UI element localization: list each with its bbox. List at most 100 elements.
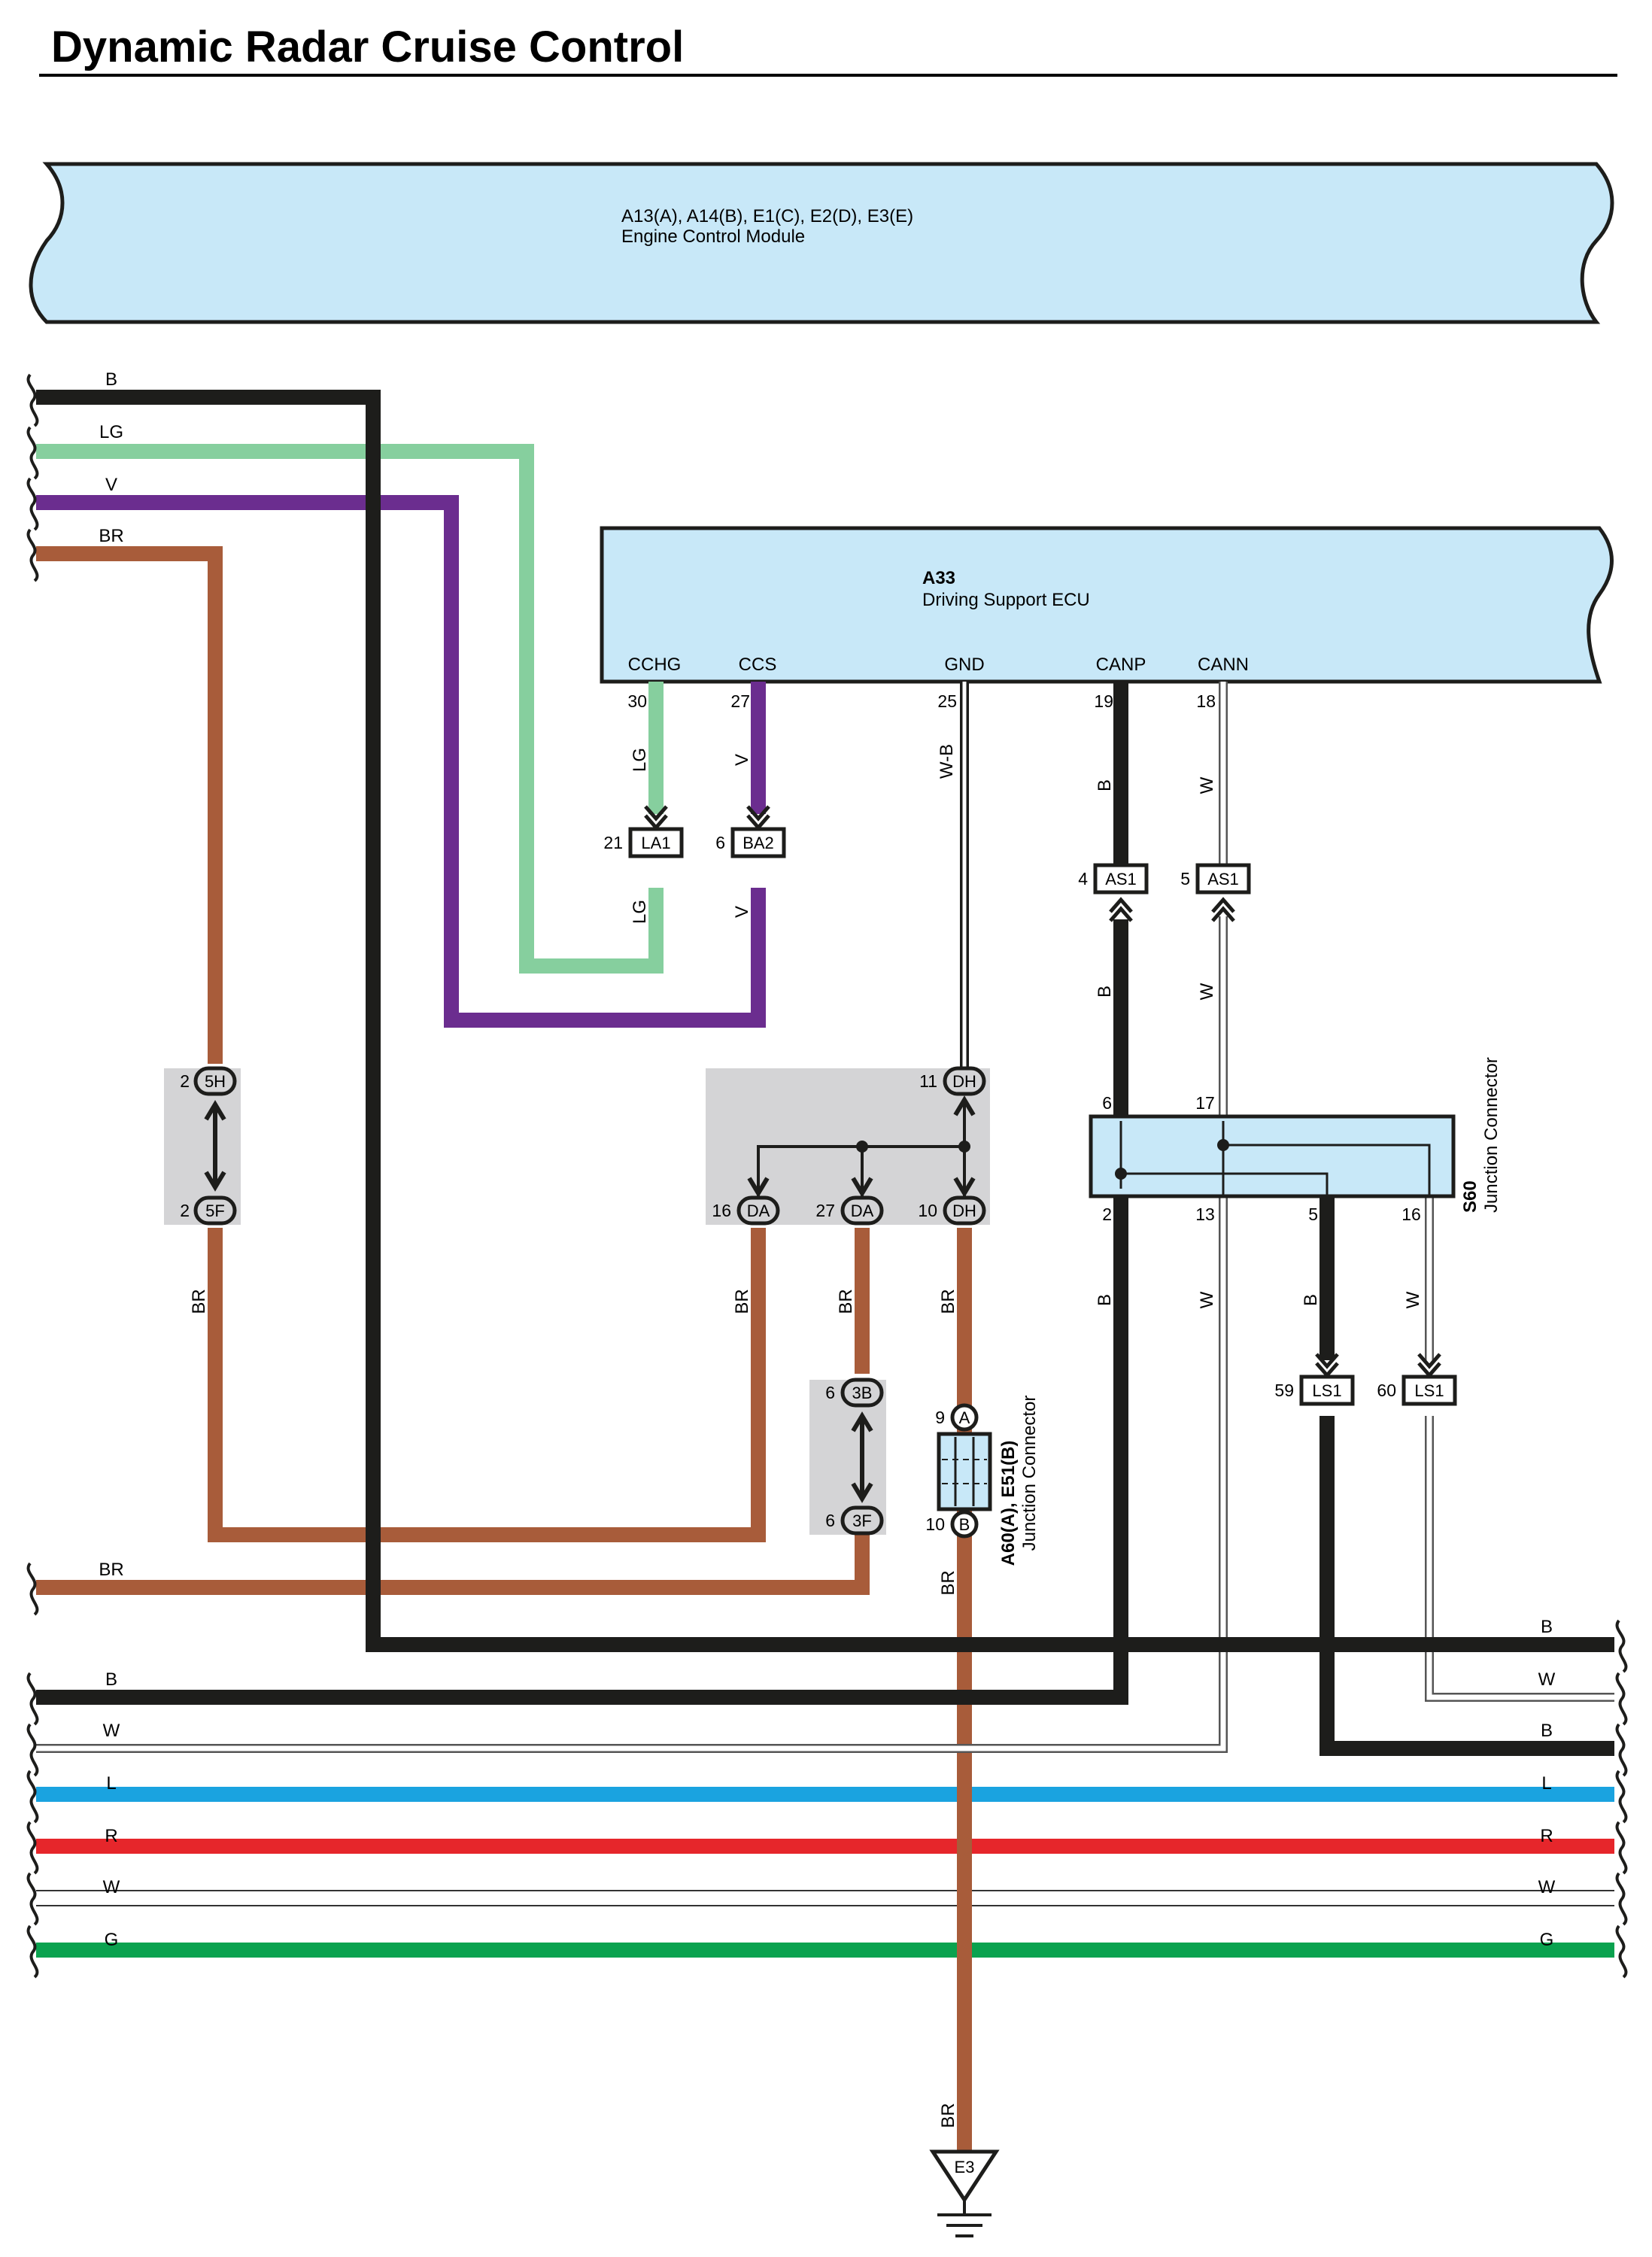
svg-text:AS1: AS1 <box>1207 870 1239 889</box>
svg-text:Junction Connector: Junction Connector <box>1019 1396 1040 1551</box>
svg-text:DH: DH <box>952 1201 976 1220</box>
splice-dot-dh <box>958 1141 970 1153</box>
svg-text:2: 2 <box>1102 1204 1112 1224</box>
svg-text:16: 16 <box>712 1201 731 1220</box>
s60-junction: 6 17 2 13 5 16 S60 Junction Connector <box>1089 1057 1502 1224</box>
ecu-terminal-ccs: CCS <box>739 655 777 675</box>
label-right-b2: B <box>1541 1721 1553 1741</box>
connector-ls1-60: LS1 60 <box>1377 1353 1457 1406</box>
label-s60-b5: B <box>1301 1294 1321 1306</box>
svg-text:5: 5 <box>1180 869 1190 889</box>
splice-dot-da <box>856 1141 868 1153</box>
label-left-br: BR <box>99 526 123 546</box>
label-br-a60: BR <box>938 1570 958 1595</box>
label-br-left: BR <box>189 1289 209 1314</box>
svg-text:A: A <box>959 1408 970 1427</box>
svg-text:9: 9 <box>935 1408 945 1427</box>
ground-e3: E3 <box>929 2149 1000 2237</box>
svg-text:6: 6 <box>825 1383 835 1402</box>
label-left-bot-w2: W <box>103 1877 120 1897</box>
connector-ls1-59: LS1 59 <box>1274 1353 1355 1406</box>
svg-text:3F: 3F <box>852 1511 872 1530</box>
splice-dh-11: DH 11 <box>919 1066 986 1096</box>
svg-text:11: 11 <box>919 1071 937 1091</box>
ecu-name-label: Driving Support ECU <box>922 590 1090 610</box>
svg-text:3B: 3B <box>852 1384 873 1402</box>
label-br-da27: BR <box>836 1289 856 1314</box>
wire-v <box>36 495 766 1028</box>
svg-text:10: 10 <box>925 1514 945 1534</box>
label-left-v: V <box>105 475 117 495</box>
svg-text:A60(A), E51(B): A60(A), E51(B) <box>998 1441 1019 1566</box>
label-canp-upper: B <box>1095 779 1115 791</box>
label-v-upper: V <box>732 754 752 766</box>
svg-text:B: B <box>959 1515 970 1534</box>
splice-5h: 5H 2 <box>180 1066 237 1096</box>
ecu-pin-19: 19 <box>1094 691 1113 711</box>
ecu-pin-30: 30 <box>627 691 647 711</box>
connector-as1-4: AS1 4 <box>1078 863 1149 922</box>
wire-s60-b5 <box>1319 1193 1614 1756</box>
svg-text:2: 2 <box>180 1201 190 1220</box>
svg-text:DA: DA <box>747 1201 770 1220</box>
connector-as1-5: AS1 5 <box>1180 863 1251 922</box>
svg-text:6: 6 <box>715 833 725 852</box>
label-right-b: B <box>1541 1617 1553 1637</box>
label-left-bot-l: L <box>106 1773 116 1794</box>
label-s60-w: W <box>1197 1291 1217 1308</box>
svg-text:5: 5 <box>1308 1204 1318 1224</box>
splice-da-27: DA 27 <box>815 1177 884 1226</box>
svg-text:10: 10 <box>918 1201 937 1220</box>
svg-text:BA2: BA2 <box>742 834 774 852</box>
svg-text:LS1: LS1 <box>1414 1381 1444 1400</box>
splice-3b-3f-arrow <box>851 1411 873 1503</box>
label-lg-lower: LG <box>630 900 650 924</box>
svg-text:DH: DH <box>952 1072 976 1091</box>
wire-s60-w16 <box>1425 1193 1614 1702</box>
ecu-terminal-cchg: CCHG <box>628 655 682 675</box>
svg-text:AS1: AS1 <box>1105 870 1137 889</box>
label-right-l: L <box>1541 1773 1551 1794</box>
svg-text:6: 6 <box>825 1511 835 1530</box>
splice-5f: 5F 2 <box>180 1195 237 1226</box>
label-right-w2: W <box>1538 1877 1556 1897</box>
ecu-terminal-gnd: GND <box>944 655 984 675</box>
label-cann-upper: W <box>1197 776 1217 794</box>
ecm-name-label: Engine Control Module <box>621 226 805 247</box>
splice-dh-10: DH 10 <box>918 1177 986 1226</box>
svg-text:DA: DA <box>851 1201 874 1220</box>
label-left-br-mid: BR <box>99 1560 123 1580</box>
svg-text:2: 2 <box>180 1071 190 1091</box>
svg-text:4: 4 <box>1078 869 1088 889</box>
svg-text:59: 59 <box>1274 1381 1294 1400</box>
label-s60-b: B <box>1095 1294 1115 1306</box>
label-left-bot-w: W <box>103 1721 120 1741</box>
splice-da-16: DA 16 <box>712 1177 780 1226</box>
svg-text:6: 6 <box>1102 1093 1112 1113</box>
wire-br-left-lower <box>208 1228 766 1542</box>
ecu-terminal-cann: CANN <box>1198 655 1249 675</box>
svg-text:16: 16 <box>1401 1204 1421 1224</box>
wire-lg <box>36 444 664 974</box>
ecu-pin-18: 18 <box>1196 691 1216 711</box>
label-lg-upper: LG <box>630 748 650 772</box>
splice-3b: 3B 6 <box>825 1378 884 1408</box>
wire-b-main <box>36 390 1614 1652</box>
ecm-box: A13(A), A14(B), E1(C), E2(D), E3(E) Engi… <box>29 162 1614 324</box>
splice-5h-5f-arrow <box>204 1100 226 1192</box>
ecu-box: A33 Driving Support ECU CCHG CCS GND CAN… <box>600 526 1614 711</box>
label-v-lower: V <box>732 906 752 918</box>
svg-text:S60: S60 <box>1460 1180 1480 1213</box>
wire-s60-b2 <box>36 1193 1128 1705</box>
wire-ends-left <box>26 373 39 1979</box>
label-left-bot-b: B <box>105 1669 117 1690</box>
label-canp-lower: B <box>1095 986 1115 998</box>
svg-text:60: 60 <box>1377 1381 1396 1400</box>
wire-br-3f <box>36 1535 870 1595</box>
splice-dh-arrow <box>953 1095 976 1116</box>
wire-br-left <box>36 546 223 1064</box>
label-left-bot-g: G <box>105 1930 119 1950</box>
svg-text:5F: 5F <box>205 1201 225 1220</box>
label-left-b: B <box>105 369 117 390</box>
